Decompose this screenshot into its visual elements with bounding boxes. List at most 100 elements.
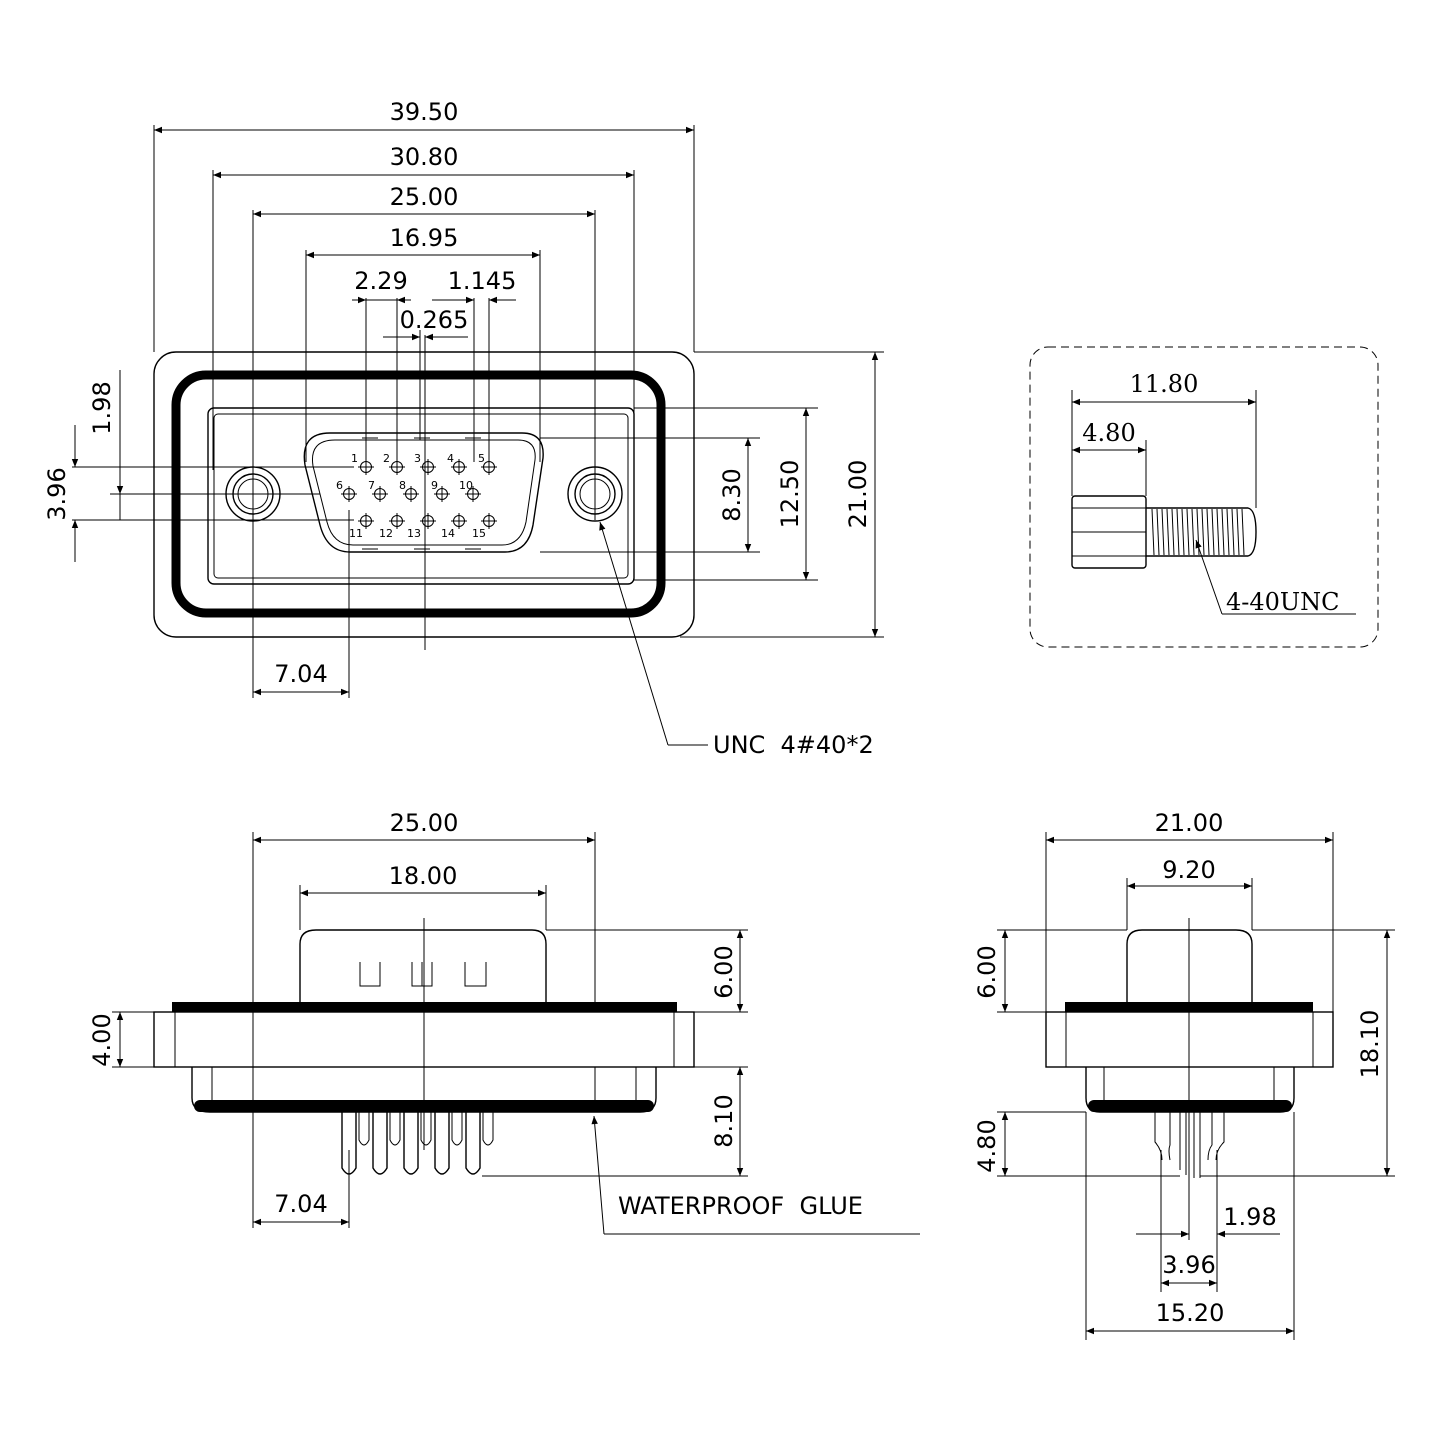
thread-line <box>1206 508 1210 556</box>
dim-shell-width: 16.95 <box>390 224 459 252</box>
pin-crosshair <box>420 513 436 529</box>
dim-offset: 0.265 <box>400 306 469 334</box>
dim-overall-height: 21.00 <box>844 460 872 529</box>
pin-crosshair <box>341 486 357 502</box>
pin-label: 9 <box>431 479 438 492</box>
shell-tabs <box>359 962 487 987</box>
side-view: 25.00 18.00 6.00 8.10 4.00 7.04 WATERPRO… <box>88 809 920 1235</box>
side-pin-long <box>372 1112 388 1175</box>
dim-side-width: 25.00 <box>390 809 459 837</box>
dim-hole-to-pin: 7.04 <box>274 660 327 688</box>
end-pins <box>1154 1112 1225 1178</box>
side-shell <box>299 929 547 1002</box>
dim-end-width: 21.00 <box>1155 809 1224 837</box>
pin-label: 15 <box>472 527 486 540</box>
side-pins <box>341 1112 494 1175</box>
pin-label: 8 <box>399 479 406 492</box>
pin-label: 1 <box>351 452 358 465</box>
detail-frame <box>1029 346 1379 648</box>
thread-line <box>1176 508 1180 556</box>
pin-label: 5 <box>478 452 485 465</box>
side-pin-long <box>403 1112 419 1175</box>
pin-label: 6 <box>336 479 343 492</box>
thread-line <box>1156 508 1160 556</box>
dim-side-shell-width: 18.00 <box>389 862 458 890</box>
pin-crosshair <box>403 486 419 502</box>
front-view: 1 2 3 4 5 6 7 8 9 10 11 12 13 14 15 39.5 <box>43 98 884 759</box>
dim-end-shell-width: 9.20 <box>1162 856 1215 884</box>
pin-crosshair <box>465 486 481 502</box>
side-pin-short <box>358 1112 370 1146</box>
side-pin-short <box>482 1112 494 1146</box>
dim-side-hole-to-pin: 7.04 <box>274 1190 327 1218</box>
glue-callout: WATERPROOF GLUE <box>618 1192 863 1220</box>
dim-end-pin-length: 4.80 <box>973 1119 1001 1172</box>
pin-number-labels: 1 2 3 4 5 6 7 8 9 10 11 12 13 14 15 <box>336 452 486 540</box>
side-pin-long <box>465 1112 481 1175</box>
thread-line <box>1151 508 1155 556</box>
pin-crosshair <box>451 459 467 475</box>
dim-overall-width: 39.50 <box>390 98 459 126</box>
dim-row-pitch-small: 1.98 <box>88 381 116 434</box>
pin-label: 11 <box>349 527 363 540</box>
dim-end-total-height: 18.10 <box>1356 1010 1384 1079</box>
pin-crosshair <box>358 513 374 529</box>
screw-thread <box>1146 507 1257 557</box>
thread-line <box>1226 508 1230 556</box>
dim-pin-pitch: 2.29 <box>354 267 407 295</box>
end-view: 21.00 9.20 6.00 4.80 18.10 1.98 3.96 15.… <box>973 809 1395 1340</box>
pin-label: 2 <box>383 452 390 465</box>
pin-label: 12 <box>379 527 393 540</box>
dim-end-row-pitch: 3.96 <box>1162 1251 1215 1279</box>
dim-side-shell-height: 6.00 <box>710 945 738 998</box>
side-pin-long <box>434 1112 450 1175</box>
side-pin-short <box>389 1112 401 1146</box>
thread-callout: 4-40UNC <box>1226 588 1340 616</box>
inner-plate <box>207 407 635 585</box>
thread-line <box>1161 508 1165 556</box>
dim-end-shell-height: 6.00 <box>973 945 1001 998</box>
pin-array <box>341 459 497 529</box>
dim-screw-length: 11.80 <box>1130 370 1199 398</box>
pin-crosshair <box>481 513 497 529</box>
pin-crosshair <box>451 513 467 529</box>
dim-row-pitch: 3.96 <box>43 467 71 520</box>
pin-label: 3 <box>414 452 421 465</box>
dim-flange-thickness: 4.00 <box>88 1013 116 1066</box>
thread-line <box>1181 508 1185 556</box>
thread-line <box>1241 508 1245 556</box>
thread-line <box>1166 508 1170 556</box>
dsub-shell <box>303 432 544 553</box>
pin-label: 13 <box>407 527 421 540</box>
thread-line <box>1171 508 1175 556</box>
pin-crosshair <box>389 513 405 529</box>
dim-flange-width: 30.80 <box>390 143 459 171</box>
side-pin-short <box>420 1112 432 1146</box>
pin-label: 4 <box>447 452 454 465</box>
pin-label: 14 <box>441 527 455 540</box>
thread-line <box>1191 508 1195 556</box>
dim-shell-height: 8.30 <box>718 468 746 521</box>
thread-line <box>1201 508 1205 556</box>
thread-line <box>1221 508 1225 556</box>
thread-line <box>1236 508 1240 556</box>
dim-side-pin-length: 8.10 <box>710 1094 738 1147</box>
unc-callout: UNC 4#40*2 <box>713 731 874 759</box>
dim-inner-height: 12.50 <box>776 460 804 529</box>
thread-line <box>1231 508 1235 556</box>
thread-line <box>1211 508 1215 556</box>
thread-line <box>1216 508 1220 556</box>
dim-head-length: 4.80 <box>1082 419 1135 447</box>
screw-detail: 11.80 4.80 4-40UNC <box>1029 346 1379 648</box>
thread-line <box>1186 508 1190 556</box>
pin-crosshair <box>372 486 388 502</box>
dim-end-body-width: 15.20 <box>1156 1299 1225 1327</box>
pin-crosshair <box>420 459 436 475</box>
pin-crosshair <box>434 486 450 502</box>
dim-half-pitch: 1.145 <box>448 267 517 295</box>
dim-end-row-pitch-small: 1.98 <box>1223 1203 1276 1231</box>
side-pin-short <box>451 1112 463 1146</box>
pin-label: 10 <box>459 479 473 492</box>
pin-label: 7 <box>368 479 375 492</box>
